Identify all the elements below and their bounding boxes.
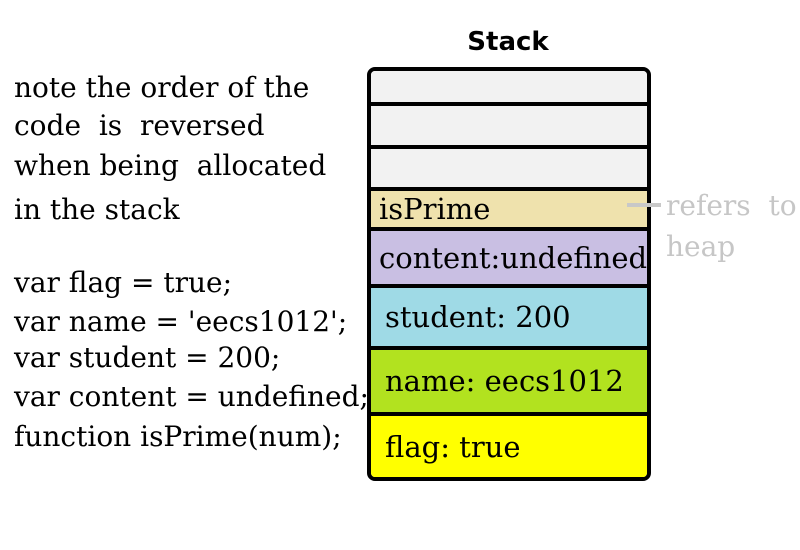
stack-cell-content: content:undefined bbox=[371, 231, 647, 288]
stack-cell-flag-label: flag: true bbox=[385, 429, 521, 464]
heap-annotation-line-2: heap bbox=[666, 230, 736, 263]
stack-cell-student: student: 200 bbox=[371, 288, 647, 350]
code-line-student: var student = 200; bbox=[14, 341, 281, 374]
stack-title: Stack bbox=[467, 27, 549, 57]
note-line-3: when being allocated bbox=[14, 149, 327, 182]
stack-cell-empty-3 bbox=[371, 149, 647, 191]
note-line-1: note the order of the bbox=[14, 71, 310, 104]
stack-cell-student-label: student: 200 bbox=[385, 300, 571, 334]
note-line-4: in the stack bbox=[14, 193, 180, 226]
code-line-flag: var flag = true; bbox=[14, 266, 233, 299]
code-line-isprime: function isPrime(num); bbox=[14, 420, 342, 453]
stack-cell-isprime: isPrime bbox=[371, 191, 647, 231]
stack-cell-empty-1 bbox=[371, 71, 647, 106]
stack-cell-empty-2 bbox=[371, 106, 647, 149]
code-line-name: var name = 'eecs1012'; bbox=[14, 305, 348, 338]
heap-annotation-line-1: refers to bbox=[666, 189, 797, 222]
stack-cell-isprime-label: isPrime bbox=[379, 192, 491, 226]
stack-cell-content-label: content:undefined bbox=[379, 240, 648, 275]
stack-cell-flag: flag: true bbox=[371, 416, 647, 477]
stack-cell-name: name: eecs1012 bbox=[371, 350, 647, 416]
stack: isPrime content:undefined student: 200 n… bbox=[367, 67, 651, 481]
stack-cell-name-label: name: eecs1012 bbox=[385, 364, 624, 398]
note-line-2: code is reversed bbox=[14, 109, 265, 142]
heap-reference-connector bbox=[627, 203, 661, 207]
code-line-content: var content = undefined; bbox=[14, 380, 369, 413]
